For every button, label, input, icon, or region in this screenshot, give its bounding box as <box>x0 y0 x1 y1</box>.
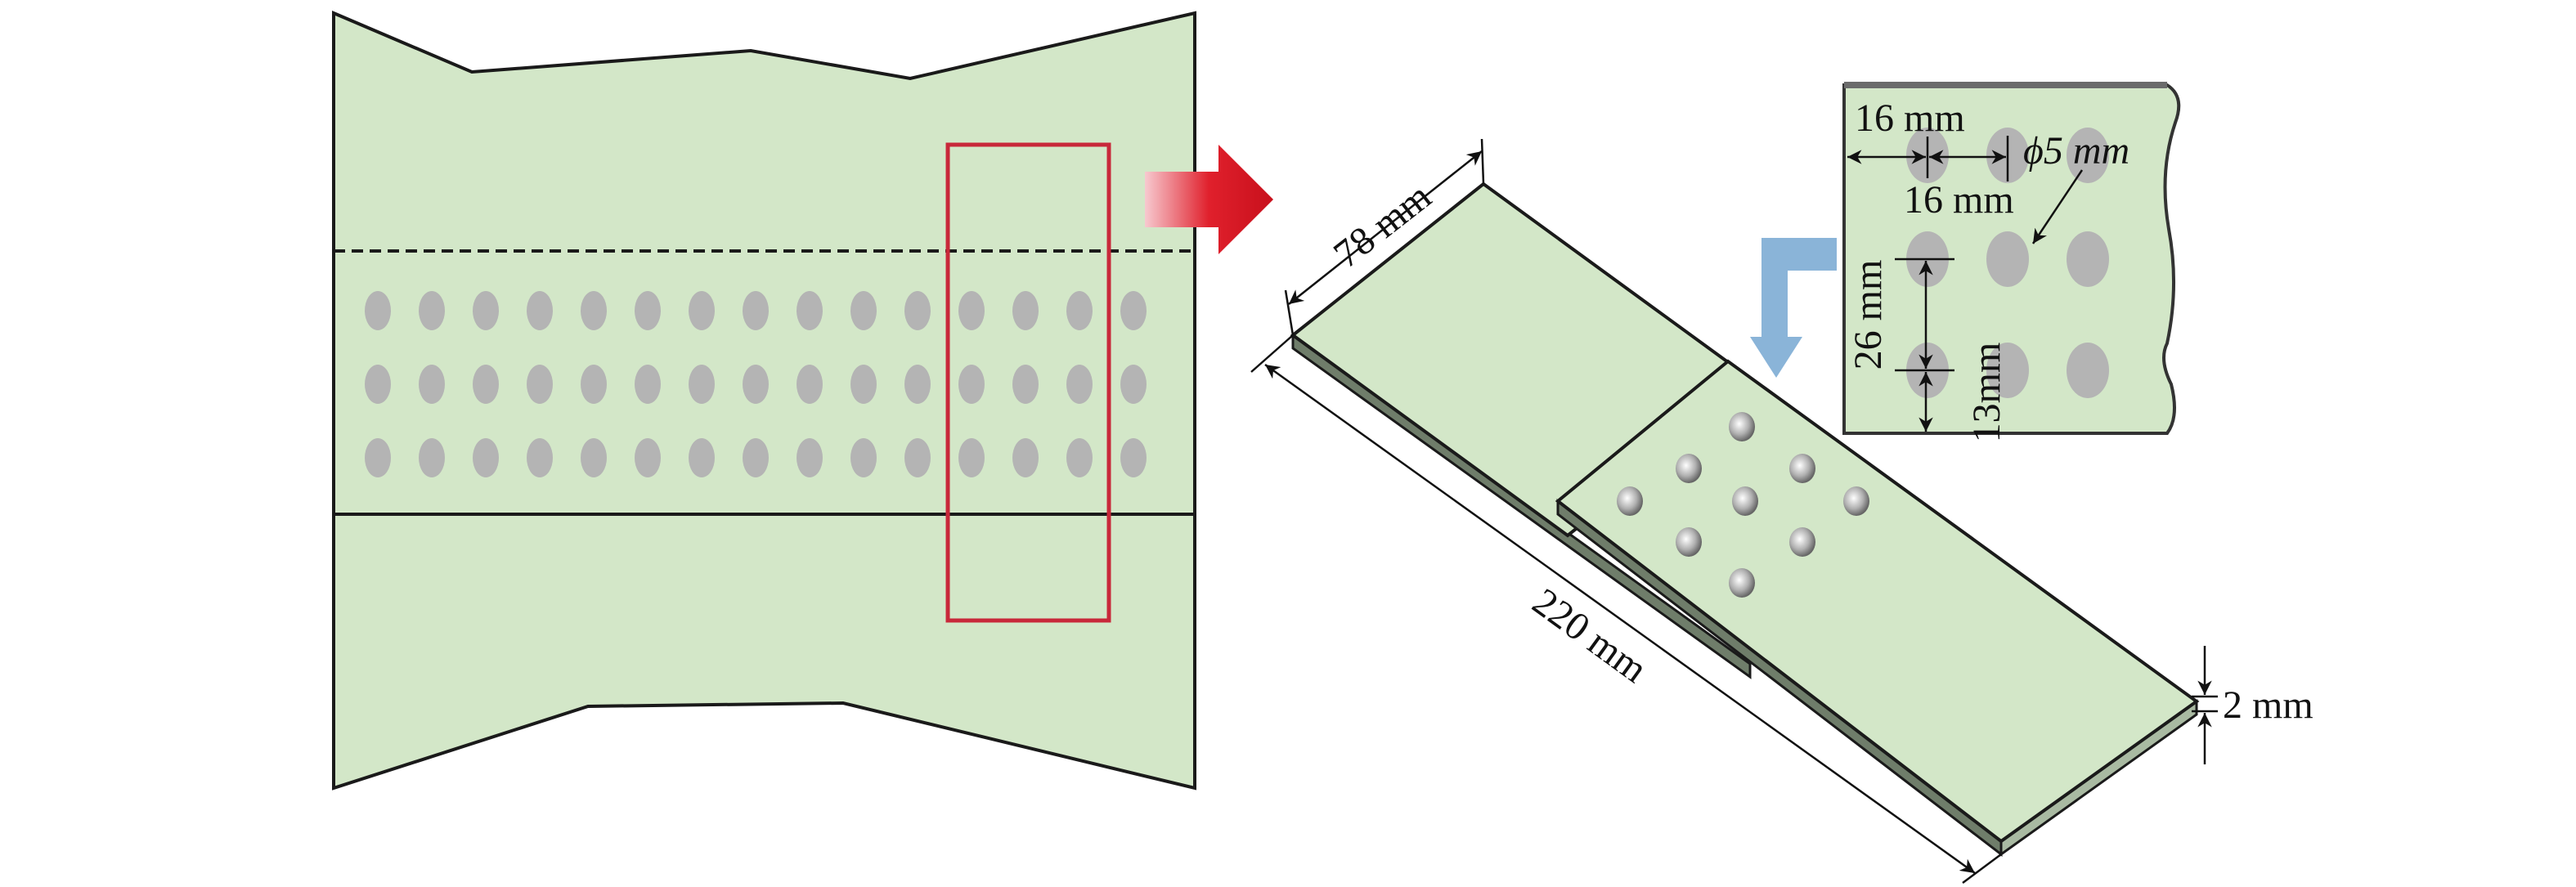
rivet <box>1729 412 1755 441</box>
hole <box>850 438 877 477</box>
hole <box>473 365 499 404</box>
detail-inset: 16 mm 16 mm ϕ5 mm 26 mm 13mm <box>1842 82 2181 443</box>
hole <box>419 365 445 404</box>
hole <box>689 365 715 404</box>
width-dimension-arrow <box>1288 150 1483 305</box>
hole <box>527 291 553 330</box>
extension-line <box>1480 138 1485 185</box>
hole <box>1012 438 1039 477</box>
hole <box>365 291 391 330</box>
hole <box>473 438 499 477</box>
diameter-leader-arrow <box>2031 169 2084 244</box>
rivet <box>1676 454 1702 483</box>
hole <box>419 438 445 477</box>
length-dimension-arrow <box>1264 363 1976 875</box>
hole <box>904 438 931 477</box>
hole <box>2067 231 2109 287</box>
hole <box>850 365 877 404</box>
hole <box>2067 128 2109 183</box>
hole <box>635 291 661 330</box>
hole <box>689 438 715 477</box>
hole <box>527 365 553 404</box>
extension-line <box>1284 289 1295 336</box>
hole <box>365 365 391 404</box>
hole <box>1012 291 1039 330</box>
hole <box>581 291 607 330</box>
rivet <box>1676 527 1702 557</box>
hole <box>2067 343 2109 398</box>
fuselage-panel <box>332 10 1196 791</box>
hole <box>958 438 985 477</box>
hole <box>904 291 931 330</box>
rivet <box>1729 568 1755 598</box>
hole <box>1120 438 1147 477</box>
diameter-label: ϕ5 mm <box>2023 129 2129 172</box>
hole <box>797 365 823 404</box>
blue-arrow-icon <box>1750 238 1837 378</box>
rivet <box>1617 486 1643 516</box>
hole <box>527 438 553 477</box>
inset-holes <box>1906 128 2109 398</box>
hole <box>689 291 715 330</box>
rivet <box>1789 527 1815 557</box>
rivet <box>1789 454 1815 483</box>
hole <box>1012 365 1039 404</box>
hole <box>958 365 985 404</box>
hole <box>635 365 661 404</box>
hole <box>635 438 661 477</box>
edge-pitch-label: 16 mm <box>1855 96 1965 140</box>
hole <box>419 291 445 330</box>
hole <box>904 365 931 404</box>
hole <box>958 291 985 330</box>
hole <box>1986 343 2029 398</box>
row-spacing-label: 26 mm <box>1847 260 1890 370</box>
hole <box>581 438 607 477</box>
rivet <box>1732 486 1758 516</box>
hole <box>743 291 769 330</box>
rivet <box>1843 486 1869 516</box>
edge-row-label: 13mm <box>1965 343 2008 443</box>
hole <box>1066 438 1093 477</box>
thickness-label: 2 mm <box>2223 683 2313 727</box>
hole <box>743 365 769 404</box>
extension-line <box>1962 853 2002 885</box>
hole <box>850 291 877 330</box>
hole <box>581 365 607 404</box>
hole <box>797 291 823 330</box>
hole <box>797 438 823 477</box>
hole <box>1120 291 1147 330</box>
col-pitch-label: 16 mm <box>1904 178 2014 222</box>
hole <box>473 291 499 330</box>
red-arrow-icon <box>1145 145 1273 254</box>
extension-line <box>1250 334 1294 373</box>
hole <box>1066 365 1093 404</box>
hole <box>1066 291 1093 330</box>
hole <box>365 438 391 477</box>
panel-holes <box>365 291 1147 477</box>
hole <box>743 438 769 477</box>
hole <box>1986 231 2029 287</box>
panel-outline <box>332 10 1196 791</box>
highlight-box <box>945 142 1111 623</box>
hole <box>1120 365 1147 404</box>
